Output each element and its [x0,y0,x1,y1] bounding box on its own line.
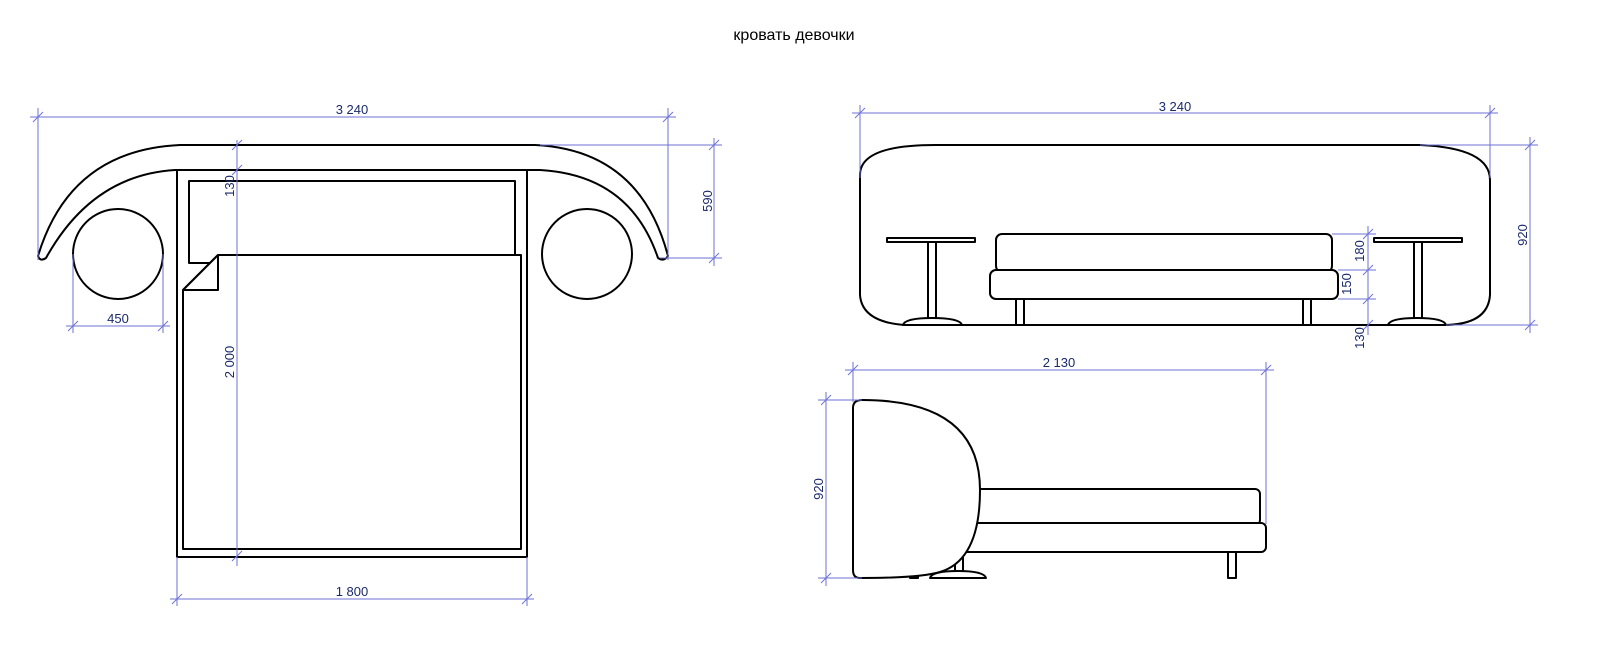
front-base-height-label: 150 [1339,273,1354,295]
front-width-label: 3 240 [1159,99,1192,114]
front-table-right [1373,237,1463,326]
front-height-label: 920 [1515,224,1530,246]
side-view [852,399,1267,579]
front-leg-height-label: 130 [1352,327,1367,349]
front-mattress-height-label: 180 [1352,240,1367,262]
front-leg-right [1302,298,1312,326]
plan-dimensions: 3 240 590 130 2 000 1 800 450 [30,102,722,606]
front-dimensions: 3 240 920 180 150 130 [852,99,1538,349]
side-dimensions: 2 130 920 [811,355,1274,586]
front-view [859,144,1491,326]
side-height-label: 920 [811,478,826,500]
plan-nightstand-label: 450 [107,311,129,326]
front-headboard [859,144,1491,326]
plan-width-label: 3 240 [336,102,369,117]
plan-blanket [182,254,522,550]
plan-bed-width-label: 1 800 [336,584,369,599]
front-bed-base [989,269,1339,300]
plan-headboard-depth-label: 590 [700,190,715,212]
front-leg-left [1015,298,1025,326]
front-table-left [886,237,976,326]
drawing-title: кровать девочки [733,27,854,44]
plan-pillow-depth-label: 130 [222,175,237,197]
side-length-label: 2 130 [1043,355,1076,370]
plan-blanket-corner [182,254,219,291]
side-mattress [959,488,1261,526]
plan-pillow [188,180,516,264]
front-mattress [995,233,1333,273]
plan-bed-length-label: 2 000 [222,346,237,379]
side-headboard [852,399,981,579]
plan-headboard [37,144,669,261]
side-bed-base [954,522,1267,553]
plan-nightstand-left [72,208,164,300]
side-leg-foot [1227,551,1237,579]
plan-view [37,144,669,558]
plan-nightstand-right [541,208,633,300]
plan-bed-frame [176,169,528,558]
